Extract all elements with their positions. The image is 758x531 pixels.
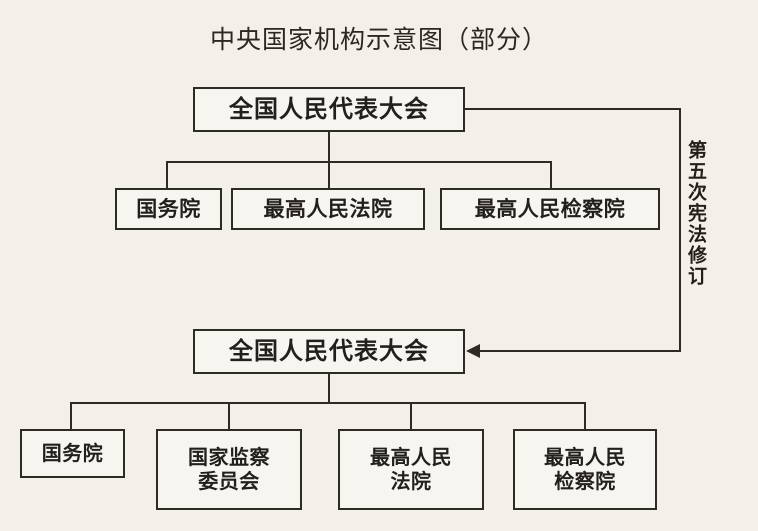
amendment-connector-right (679, 108, 681, 351)
lower-root-stub (328, 374, 330, 403)
lower-child-label-4: 最高人民 检察院 (544, 444, 626, 493)
upper-child-label-2: 最高人民法院 (263, 195, 393, 221)
lower-drop-3 (410, 402, 412, 430)
lower-child-label-3: 最高人民 法院 (370, 444, 452, 493)
amendment-connector-top (465, 108, 681, 110)
upper-root-node[interactable]: 全国人民代表大会 (193, 87, 465, 132)
upper-drop-1 (166, 161, 168, 188)
upper-root-stub (328, 132, 330, 162)
lower-bar (70, 402, 586, 404)
lower-drop-1 (70, 402, 72, 430)
amendment-label: 第五次宪法修订 (685, 140, 707, 287)
upper-bar (166, 161, 552, 163)
lower-root-node[interactable]: 全国人民代表大会 (193, 329, 465, 374)
upper-drop-3 (550, 161, 552, 188)
lower-child-node-2[interactable]: 国家监察 委员会 (156, 429, 302, 510)
amendment-arrowhead-icon (466, 344, 480, 358)
lower-drop-2 (228, 402, 230, 430)
amendment-connector-bottom (478, 350, 681, 352)
lower-child-node-1[interactable]: 国务院 (20, 429, 125, 478)
upper-root-label: 全国人民代表大会 (229, 94, 429, 124)
lower-child-label-1: 国务院 (41, 440, 104, 465)
upper-drop-2 (328, 161, 330, 188)
chart-title: 中央国家机构示意图（部分） (209, 25, 548, 54)
lower-drop-4 (584, 402, 586, 430)
upper-child-node-1[interactable]: 国务院 (115, 188, 222, 230)
upper-child-label-3: 最高人民检察院 (474, 195, 626, 221)
lower-child-label-2: 国家监察 委员会 (188, 444, 270, 493)
upper-child-label-1: 国务院 (136, 195, 201, 221)
upper-child-node-3[interactable]: 最高人民检察院 (440, 188, 660, 230)
lower-child-node-4[interactable]: 最高人民 检察院 (513, 429, 657, 510)
lower-root-label: 全国人民代表大会 (229, 336, 429, 366)
upper-child-node-2[interactable]: 最高人民法院 (231, 188, 425, 230)
lower-child-node-3[interactable]: 最高人民 法院 (338, 429, 484, 510)
